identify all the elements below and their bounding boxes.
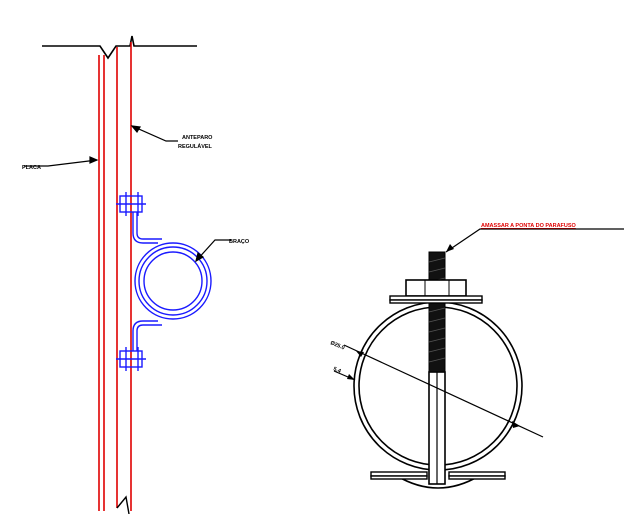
dim-line-diameter <box>343 344 544 438</box>
nut <box>405 279 467 297</box>
label-dim-outer: Ø25.0 <box>329 340 345 351</box>
bracket <box>116 192 212 371</box>
label-braco: BRAÇO <box>229 239 250 245</box>
leaders-left <box>24 125 231 263</box>
base-plate <box>370 471 506 480</box>
label-amassar: AMASSAR A PONTA DO PARAFUSO <box>481 223 577 229</box>
label-dim-inner: 5.4 <box>332 366 342 375</box>
leader-amassar <box>445 228 624 253</box>
clamp-bottom-arc <box>396 475 480 489</box>
top-break-line <box>42 35 197 60</box>
right-view: AMASSAR A PONTA DO PARAFUSO Ø25.0 5.4 <box>329 223 624 489</box>
label-placa: PLACA <box>22 165 41 171</box>
label-antiparo-line1: ANTEPARO <box>182 135 213 141</box>
bottom-break-line <box>116 495 130 514</box>
thread-pattern <box>428 257 446 363</box>
label-antiparo-line2: REGULÁVEL <box>178 143 213 150</box>
washer-bottom <box>389 299 483 304</box>
left-view: ANTEPARO REGULÁVEL PLACA BRAÇO <box>22 35 250 514</box>
